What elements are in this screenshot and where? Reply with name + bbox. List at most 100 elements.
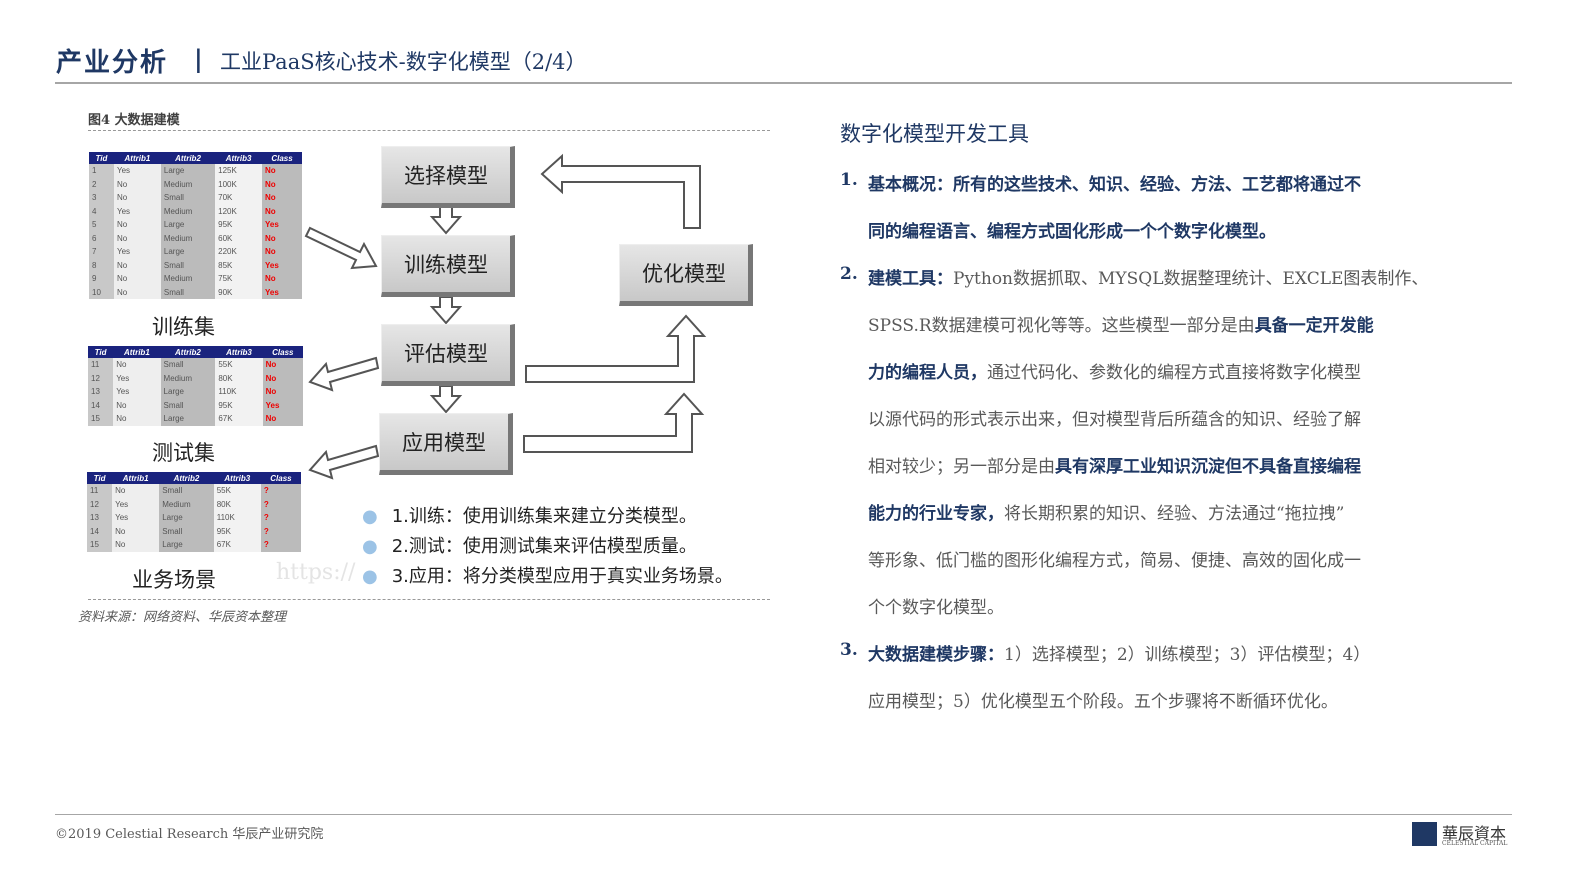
- table-cell: 15: [88, 412, 114, 426]
- column-header: Attrib3: [215, 152, 263, 164]
- column-header: Tid: [88, 346, 114, 358]
- table-cell: 90K: [215, 285, 263, 299]
- table-cell: No: [262, 164, 302, 178]
- table-cell: Medium: [160, 177, 216, 191]
- arrow-right-icon: [304, 226, 378, 270]
- table-cell: Large: [160, 412, 216, 426]
- page-title: 工业PaaS核心技术-数字化模型（2/4）: [220, 50, 587, 74]
- item-line: 力的编程人员，通过代码化、参数化的编程方式直接将数字化模型: [868, 358, 1361, 383]
- test-set-caption: 测试集: [152, 441, 215, 465]
- body-text: 相对较少；另一部分是由: [868, 457, 1055, 477]
- step-train-model: 训练模型: [381, 235, 515, 297]
- arrow-down-icon: [429, 385, 463, 414]
- business-set-caption: 业务场景: [132, 568, 216, 592]
- table-cell: Medium: [160, 371, 216, 385]
- table-cell: 95K: [215, 218, 263, 232]
- table-cell: Yes: [113, 245, 161, 259]
- table-cell: Small: [160, 258, 216, 272]
- table-cell: Yes: [262, 398, 303, 412]
- table-cell: No: [112, 484, 160, 498]
- table-cell: Small: [160, 285, 216, 299]
- table-cell: Medium: [159, 497, 214, 511]
- table-cell: Yes: [113, 385, 161, 399]
- body-text: 将长期积累的知识、经验、方法通过“拖拉拽”: [1004, 504, 1345, 524]
- table-cell: No: [113, 285, 161, 299]
- table-cell: 60K: [215, 231, 263, 245]
- figure-label: 图4 大数据建模: [88, 113, 180, 128]
- table-cell: 120K: [215, 204, 263, 218]
- table-cell: No: [113, 191, 161, 205]
- figure-source: 资料来源：网络资料、华辰资本整理: [78, 610, 287, 625]
- table-cell: Small: [159, 524, 214, 538]
- column-header: Tid: [89, 152, 114, 164]
- table-cell: 55K: [213, 484, 261, 498]
- item-line: 以源代码的形式表示出来，但对模型背后所蕴含的知识、经验了解: [868, 405, 1361, 430]
- table-cell: 12: [87, 497, 113, 511]
- table-cell: Small: [160, 191, 216, 205]
- note-test: ●2.测试：使用测试集来评估模型质量。: [362, 536, 697, 557]
- table-cell: 100K: [215, 177, 263, 191]
- table-cell: No: [113, 218, 161, 232]
- header-divider: [55, 82, 1512, 84]
- column-header: Attrib1: [113, 346, 161, 358]
- table-cell: Yes: [112, 511, 160, 525]
- table-cell: No: [262, 231, 302, 245]
- table-cell: Small: [160, 398, 216, 412]
- body-text: 1）选择模型；2）训练模型；3）评估模型；4）: [1004, 645, 1371, 665]
- arrow-left-icon: [308, 444, 380, 480]
- step-apply-model: 应用模型: [379, 413, 513, 475]
- table-cell: Medium: [160, 231, 216, 245]
- table-cell: 80K: [215, 371, 263, 385]
- column-header: Attrib3: [215, 346, 263, 358]
- table-cell: Small: [160, 358, 216, 372]
- table-cell: 9: [89, 272, 114, 286]
- table-cell: 55K: [215, 358, 263, 372]
- table-cell: No: [262, 245, 302, 259]
- column-header: Class: [260, 472, 301, 484]
- table-cell: Yes: [262, 258, 302, 272]
- table-cell: Large: [160, 385, 216, 399]
- logo-mark-icon: [1412, 822, 1437, 846]
- bullet-icon: ●: [362, 566, 378, 587]
- table-cell: 3: [89, 191, 114, 205]
- table-cell: 12: [88, 371, 114, 385]
- footer-copyright: ©2019 Celestial Research 华辰产业研究院: [55, 827, 324, 842]
- emphasis-text: 建模工具：: [868, 269, 953, 289]
- table-cell: Yes: [262, 285, 302, 299]
- column-header: Attrib2: [160, 346, 216, 358]
- emphasis-text: 大数据建模步骤：: [868, 645, 1004, 665]
- column-header: Attrib2: [159, 472, 214, 484]
- table-cell: 95K: [213, 524, 261, 538]
- emphasis-text: 具备一定开发能: [1254, 316, 1374, 336]
- item-line: 等形象、低门槛的图形化编程方式，简易、便捷、高效的固化成一: [868, 546, 1361, 571]
- table-cell: ?: [260, 484, 301, 498]
- flow-arrows: [304, 153, 707, 480]
- body-text: 通过代码化、参数化的编程方式直接将数字化模型: [987, 363, 1361, 383]
- table-cell: 220K: [215, 245, 263, 259]
- body-text: 以源代码的形式表示出来，但对模型背后所蕴含的知识、经验了解: [868, 410, 1361, 430]
- step-optimize-model: 优化模型: [619, 244, 753, 306]
- table-cell: 2: [89, 177, 114, 191]
- table-cell: 6: [89, 231, 114, 245]
- column-header: Class: [262, 346, 303, 358]
- step-select-model: 选择模型: [381, 146, 515, 208]
- table-cell: 14: [87, 524, 113, 538]
- arrow-apply-to-optimize-icon: [523, 392, 705, 453]
- item-line: 同的编程语言、编程方式固化形成一个个数字化模型。: [868, 217, 1276, 242]
- table-cell: Yes: [113, 204, 161, 218]
- table-cell: No: [113, 272, 161, 286]
- arrow-evaluate-to-optimize-icon: [525, 314, 707, 383]
- table-cell: No: [113, 398, 161, 412]
